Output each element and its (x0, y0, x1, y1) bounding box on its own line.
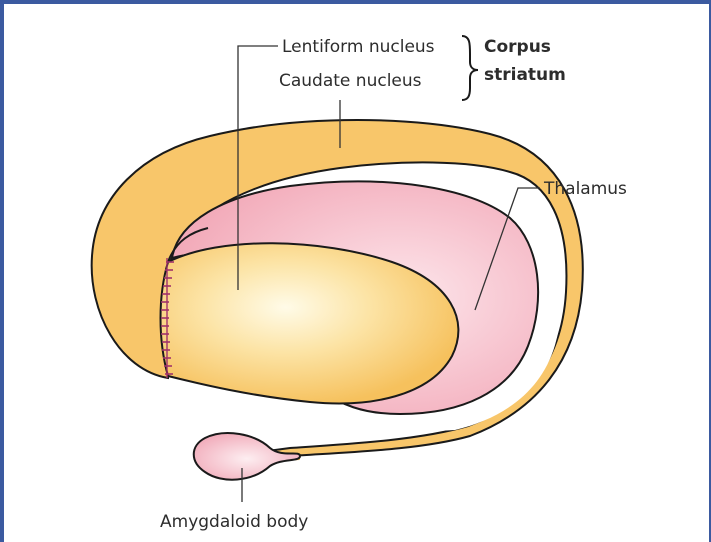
label-thalamus: Thalamus (543, 179, 627, 199)
label-amygdaloid-body: Amygdaloid body (160, 512, 308, 532)
label-caudate-nucleus: Caudate nucleus (279, 71, 422, 91)
label-striatum: striatum (484, 65, 566, 85)
label-lentiform-nucleus: Lentiform nucleus (282, 37, 435, 57)
amygdaloid-body (194, 433, 300, 480)
corpus-striatum-brace (462, 36, 478, 100)
label-corpus: Corpus (484, 37, 551, 57)
